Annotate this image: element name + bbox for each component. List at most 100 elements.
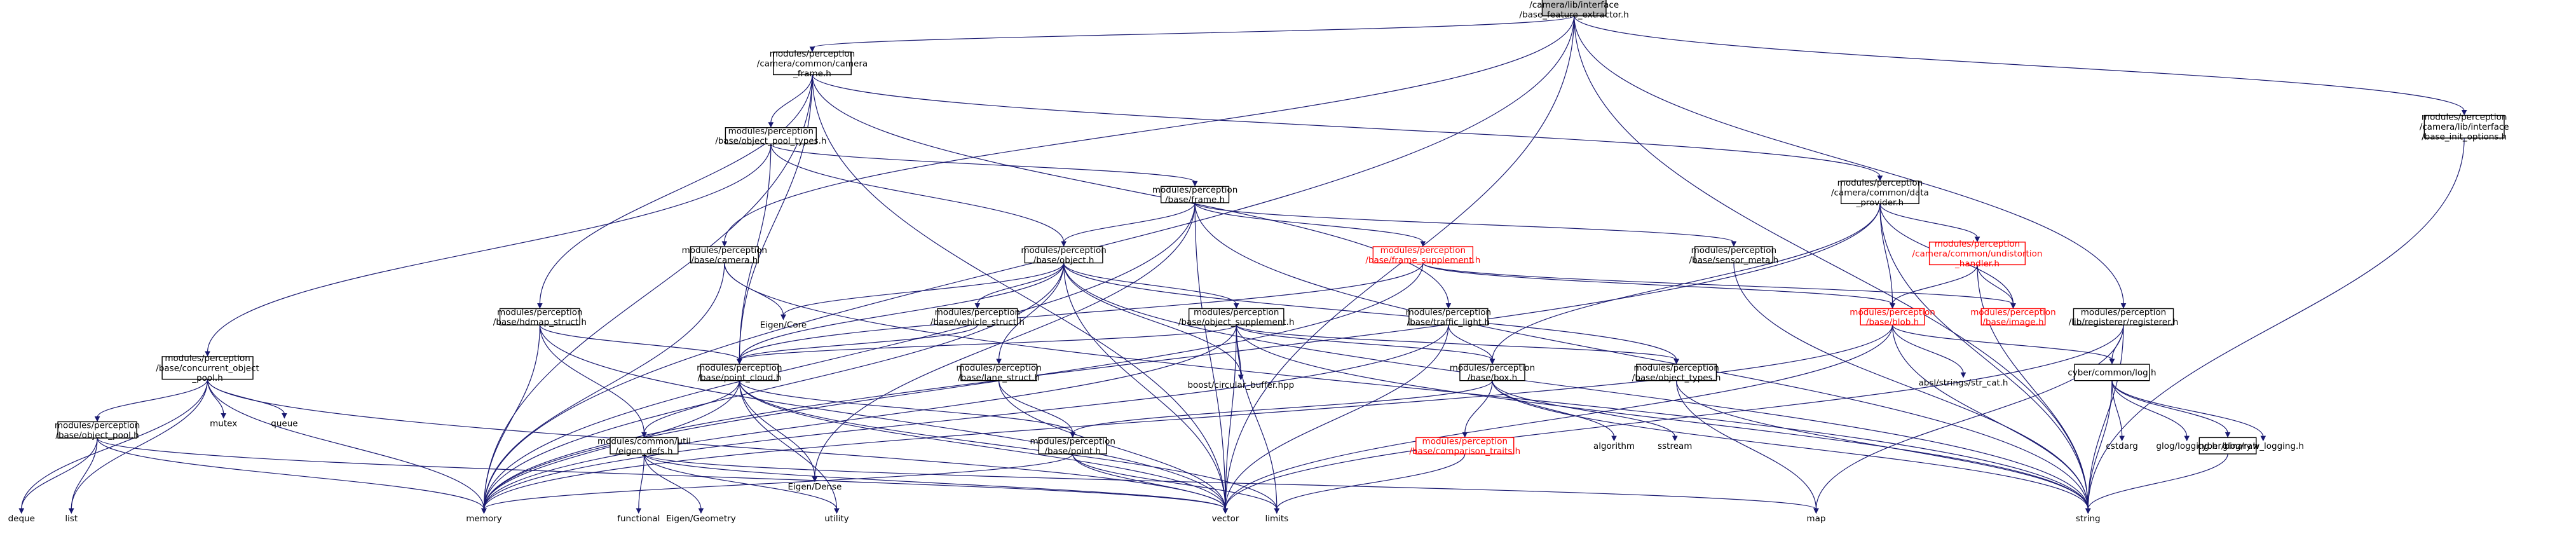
node-label-data_provider-line-1: modules/perception xyxy=(1837,178,1923,188)
node-root[interactable]: modules/perception/camera/lib/interface/… xyxy=(1520,0,1629,20)
arrowhead-root-to-base_camera xyxy=(721,241,728,247)
include-edge-data_provider-to-memory xyxy=(483,203,1881,509)
node-box-registerer[interactable] xyxy=(2073,308,2174,325)
node-label-base_point-line-1: modules/perception xyxy=(1030,436,1115,446)
node-label-base_init_options-line-1: modules/perception xyxy=(2422,113,2507,123)
node-label-hdmap_struct-line-2: /base/hdmap_struct.h xyxy=(493,317,587,327)
node-object_pool[interactable]: modules/perception/base/object_pool.h xyxy=(55,420,140,441)
node-traffic_light[interactable]: modules/perception/base/traffic_light.h xyxy=(1406,307,1491,327)
include-edge-lane_struct-to-vector xyxy=(998,380,1226,509)
node-box-object_pool[interactable] xyxy=(57,421,137,439)
node-lane_struct[interactable]: modules/perception/base/lane_struct.h xyxy=(956,363,1041,383)
node-box-concurrent_pool[interactable] xyxy=(161,356,254,380)
node-label-concurrent_pool-line-3: _pool.h xyxy=(191,373,222,383)
node-box-cyber_binary[interactable] xyxy=(2198,437,2257,455)
arrowhead-undistortion-to-base_blob xyxy=(1890,303,1895,309)
node-box-hdmap_struct[interactable] xyxy=(499,308,580,325)
node-box-base_point[interactable] xyxy=(1038,437,1107,455)
node-box-obj_supplement[interactable] xyxy=(1188,308,1285,325)
node-label-functional-line-1: functional xyxy=(617,514,660,524)
node-base_frame[interactable]: modules/perception/base/frame.h xyxy=(1152,185,1237,205)
node-base_init_options[interactable]: modules/perception/camera/lib/interface/… xyxy=(2420,113,2509,142)
arrowhead-point_cloud-to-eigen_defs xyxy=(641,432,647,438)
include-edge-base_point-to-vector xyxy=(1072,453,1226,510)
node-box-base_frame[interactable] xyxy=(1161,186,1230,203)
node-eigen_defs[interactable]: modules/common/util/eigen_defs.h xyxy=(597,436,691,456)
node-base_box[interactable]: modules/perception/base/box.h xyxy=(1450,363,1535,383)
include-edge-undistortion-to-string xyxy=(1977,264,2089,509)
node-cyber_log[interactable]: cyber/common/log.h xyxy=(2068,364,2157,381)
node-label-undistortion-line-2: /camera/common/undistortion xyxy=(1912,249,2043,259)
include-edge-comparison_traits-to-limits xyxy=(1276,453,1466,510)
node-point_cloud[interactable]: modules/perception/base/point_cloud.h xyxy=(697,363,782,383)
node-eigen_dense: Eigen/Dense xyxy=(787,482,842,492)
node-base_image[interactable]: modules/perception/base/image.h xyxy=(1970,307,2055,327)
node-box-base_blob[interactable] xyxy=(1860,308,1925,325)
node-sensor_meta[interactable]: modules/perception/base/sensor_meta.h xyxy=(1689,245,1779,266)
include-edge-base_box-to-string xyxy=(1492,380,2089,509)
node-box-cam_frame[interactable] xyxy=(773,51,852,76)
node-box-point_cloud[interactable] xyxy=(700,364,779,381)
node-label-memory-line-1: memory xyxy=(466,514,501,524)
node-box-traffic_light[interactable] xyxy=(1408,308,1489,325)
node-obj_pool_types[interactable]: modules/perception/base/object_pool_type… xyxy=(715,127,826,147)
include-edge-concurrent_pool-to-queue xyxy=(207,379,285,414)
node-box-comparison_traits[interactable] xyxy=(1415,437,1515,455)
arrowhead-concurrent_pool-to-object_pool xyxy=(94,416,100,422)
node-mutex: mutex xyxy=(210,418,237,428)
node-box-lane_struct[interactable] xyxy=(960,364,1037,381)
node-label-base_box-line-2: /base/box.h xyxy=(1468,373,1518,383)
include-edge-base_blob-to-cyber_log xyxy=(1891,324,2113,360)
node-list: list xyxy=(65,514,78,524)
include-edge-root-to-cam_frame xyxy=(812,15,1575,48)
node-hdmap_struct[interactable]: modules/perception/base/hdmap_struct.h xyxy=(493,307,587,327)
node-label-cam_frame-line-2: /camera/common/camera xyxy=(757,59,868,69)
node-base_blob[interactable]: modules/perception/base/blob.h xyxy=(1850,307,1935,327)
node-registerer[interactable]: modules/perception/lib/registerer/regist… xyxy=(2069,307,2179,327)
node-undistortion[interactable]: modules/perception/camera/common/undisto… xyxy=(1912,239,2043,269)
include-edge-hdmap_struct-to-vector xyxy=(539,325,1226,509)
node-base_camera[interactable]: modules/perception/base/camera.h xyxy=(682,245,767,266)
include-edge-obj_supplement-to-memory xyxy=(483,325,1237,509)
node-box-base_init_options[interactable] xyxy=(2423,114,2505,139)
include-edge-concurrent_pool-to-vector xyxy=(207,379,1226,509)
node-obj_supplement[interactable]: modules/perception/base/object_supplemen… xyxy=(1178,307,1295,327)
include-edge-root-to-base_camera xyxy=(724,15,1575,242)
node-memory: memory xyxy=(466,514,501,524)
node-cam_frame[interactable]: modules/perception/camera/common/camera_… xyxy=(757,49,868,79)
node-comparison_traits[interactable]: modules/perception/base/comparison_trait… xyxy=(1409,436,1520,456)
node-box-base_box[interactable] xyxy=(1459,364,1525,381)
node-box-base_image[interactable] xyxy=(1980,308,2046,325)
node-box-data_provider[interactable] xyxy=(1840,181,1919,205)
node-data_provider[interactable]: modules/perception/camera/common/data_pr… xyxy=(1831,178,1929,208)
node-label-base_blob-line-2: /base/blob.h xyxy=(1866,317,1919,327)
node-label-limits-line-1: limits xyxy=(1265,514,1288,524)
node-cyber_binary[interactable]: cyber/binary.h xyxy=(2197,437,2258,455)
node-label-object_pool-line-2: /base/object_pool.h xyxy=(55,430,139,441)
node-box-base_object[interactable] xyxy=(1024,246,1103,264)
include-edge-point_cloud-to-base_point xyxy=(739,380,1073,434)
node-box-vehicle_struct[interactable] xyxy=(937,308,1018,325)
node-box-sensor_meta[interactable] xyxy=(1694,246,1773,264)
node-box-frame_supplement[interactable] xyxy=(1372,246,1474,264)
include-edge-obj_supplement-to-point_cloud xyxy=(739,324,1237,360)
node-label-glog_raw-line-1: glog/raw_logging.h xyxy=(2223,441,2304,451)
node-frame_supplement[interactable]: modules/perception/base/frame_supplement… xyxy=(1365,245,1480,266)
node-base_object[interactable]: modules/perception/base/object.h xyxy=(1021,245,1106,266)
node-box-obj_pool_types[interactable] xyxy=(725,127,817,145)
node-box-object_types[interactable] xyxy=(1636,364,1717,381)
include-edge-lane_struct-to-base_point xyxy=(998,380,1073,434)
node-box-base_camera[interactable] xyxy=(690,246,759,264)
arrowhead-obj_pool_types-to-base_frame xyxy=(1192,181,1198,187)
node-object_types[interactable]: modules/perception/base/object_types.h xyxy=(1632,363,1721,383)
node-box-cyber_log[interactable] xyxy=(2074,364,2150,381)
node-concurrent_pool[interactable]: modules/perception/base/concurrent_objec… xyxy=(156,353,259,383)
node-vehicle_struct[interactable]: modules/perception/base/vehicle_struct.h xyxy=(930,307,1025,327)
arrowhead-registerer-to-cyber_log xyxy=(2109,359,2115,365)
node-base_point[interactable]: modules/perception/base/point.h xyxy=(1030,436,1115,456)
node-box-root[interactable] xyxy=(1541,0,1607,17)
arrowhead-obj_pool_types-to-concurrent_pool xyxy=(205,351,210,357)
node-box-undistortion[interactable] xyxy=(1928,242,2026,266)
node-label-mutex-line-1: mutex xyxy=(210,418,237,428)
node-box-eigen_defs[interactable] xyxy=(610,437,679,455)
